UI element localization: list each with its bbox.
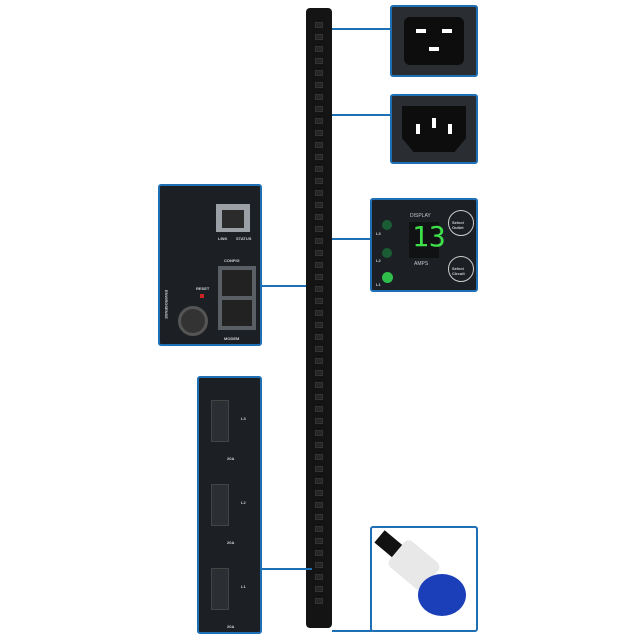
- select-outlet-button[interactable]: Select Outlet: [448, 210, 474, 236]
- pdu-outlet: [315, 574, 323, 580]
- callout-line: [332, 114, 392, 116]
- pdu-outlet: [315, 406, 323, 412]
- pdu-outlet: [315, 202, 323, 208]
- pdu-outlet: [315, 130, 323, 136]
- pdu-outlet: [315, 442, 323, 448]
- pdu-outlet: [315, 418, 323, 424]
- pdu-outlet: [315, 562, 323, 568]
- pdu-outlet: [315, 466, 323, 472]
- config-modem-ports: [218, 266, 256, 330]
- led-l2-icon: [382, 248, 392, 258]
- pdu-outlet: [315, 310, 323, 316]
- display-label: DISPLAY: [410, 213, 431, 219]
- network-callout: LINK STATUS CONFIG MODEM RESET ENVIROSEN…: [158, 184, 262, 346]
- envirosense-port: [178, 306, 208, 336]
- amps-reading: 13: [412, 220, 446, 253]
- phase-label: L2: [241, 500, 246, 505]
- link-label: LINK: [218, 236, 228, 241]
- button-label: Select Outlet: [452, 220, 464, 230]
- envirosense-label: ENVIROSENSE: [164, 290, 169, 319]
- c19-outlet-icon: [404, 17, 464, 65]
- status-label: STATUS: [236, 236, 252, 241]
- pdu-outlet: [315, 346, 323, 352]
- pdu-outlet: [315, 58, 323, 64]
- pdu-outlet: [315, 298, 323, 304]
- breaker-switch[interactable]: [211, 400, 229, 442]
- pdu-outlet: [315, 46, 323, 52]
- callout-line: [262, 568, 312, 570]
- led-l1-icon: [382, 272, 393, 283]
- pdu-outlet: [315, 322, 323, 328]
- rating-label: 20A: [227, 624, 235, 629]
- pdu-outlet: [315, 490, 323, 496]
- breaker-switch[interactable]: [211, 568, 229, 610]
- pdu-outlet: [315, 34, 323, 40]
- plug-callout: [370, 526, 478, 632]
- rating-label: 20A: [227, 540, 235, 545]
- amps-label: AMPS: [414, 261, 429, 267]
- pdu-outlet: [315, 190, 323, 196]
- pdu-outlet: [315, 250, 323, 256]
- c19-outlet-callout: [390, 5, 478, 77]
- pdu-outlet: [315, 550, 323, 556]
- pdu-outlet: [315, 586, 323, 592]
- pdu-outlet: [315, 382, 323, 388]
- button-label: Select Circuit: [452, 266, 465, 276]
- callout-line: [262, 285, 306, 287]
- pdu-outlet: [315, 226, 323, 232]
- phase-label: L3: [241, 416, 246, 421]
- pdu-outlet: [315, 262, 323, 268]
- pdu-outlet: [315, 274, 323, 280]
- display-callout: DISPLAY 13 AMPS L3 L2 L1 Select Outlet S…: [370, 198, 478, 292]
- pdu-outlet: [315, 22, 323, 28]
- pdu-outlet: [315, 118, 323, 124]
- pdu-outlet: [315, 238, 323, 244]
- pdu-outlet: [315, 370, 323, 376]
- pdu-outlet: [315, 478, 323, 484]
- rating-label: 20A: [227, 456, 235, 461]
- breaker-callout: L3 20A L2 20A L1 20A: [197, 376, 262, 634]
- callout-line: [332, 28, 392, 30]
- pdu-outlet: [315, 358, 323, 364]
- pdu-outlet: [315, 106, 323, 112]
- pdu-outlet: [315, 334, 323, 340]
- iec-309-plug-icon: [418, 574, 466, 616]
- pdu-outlet: [315, 394, 323, 400]
- phase-label: L1: [241, 584, 246, 589]
- config-label: CONFIG: [224, 258, 240, 263]
- pdu-outlet: [315, 70, 323, 76]
- callout-line: [332, 630, 372, 632]
- led-label: L2: [376, 258, 381, 263]
- pdu-outlet: [315, 454, 323, 460]
- c13-outlet-callout: [390, 94, 478, 164]
- pdu-outlet: [315, 598, 323, 604]
- breaker-switch[interactable]: [211, 484, 229, 526]
- pdu-strip: [306, 8, 332, 628]
- ethernet-port: [216, 204, 250, 232]
- pdu-outlet: [315, 286, 323, 292]
- pdu-outlet: [315, 94, 323, 100]
- callout-line: [332, 238, 372, 240]
- pdu-outlet: [315, 526, 323, 532]
- pdu-outlet: [315, 82, 323, 88]
- pdu-outlet: [315, 538, 323, 544]
- pdu-outlet: [315, 430, 323, 436]
- modem-label: MODEM: [224, 336, 240, 341]
- pdu-outlet: [315, 502, 323, 508]
- led-label: L1: [376, 282, 381, 287]
- c13-outlet-icon: [402, 106, 466, 152]
- pdu-outlet: [315, 154, 323, 160]
- select-circuit-button[interactable]: Select Circuit: [448, 256, 474, 282]
- reset-label: RESET: [196, 286, 210, 291]
- pdu-outlet: [315, 178, 323, 184]
- pdu-outlet: [315, 514, 323, 520]
- reset-button[interactable]: [200, 294, 204, 298]
- led-label: L3: [376, 231, 381, 236]
- pdu-outlet: [315, 142, 323, 148]
- pdu-outlet: [315, 166, 323, 172]
- pdu-outlet: [315, 214, 323, 220]
- led-l3-icon: [382, 220, 392, 230]
